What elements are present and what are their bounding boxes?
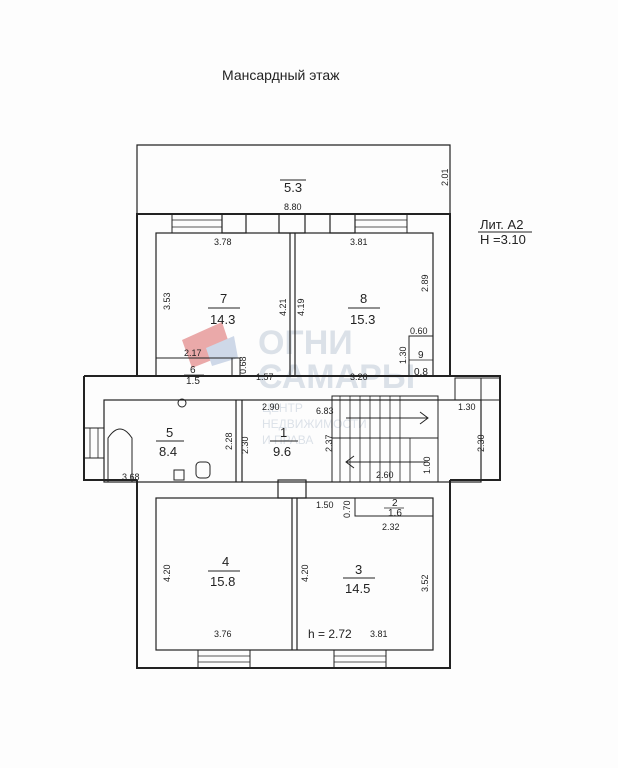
sink xyxy=(173,469,185,481)
dim-6.83: 6.83 xyxy=(316,406,334,416)
dim-3.81-bottom: 3.81 xyxy=(370,629,388,639)
window-room7 xyxy=(171,213,223,234)
lower-outer-wall xyxy=(136,480,451,669)
dim-0.70: 0.70 xyxy=(342,500,352,518)
room6-outline xyxy=(155,357,241,377)
window-room4 xyxy=(197,649,251,669)
room8-area: 15.3 xyxy=(350,312,375,327)
dim-3.26: 3.26 xyxy=(350,372,368,382)
room3-area: 14.5 xyxy=(345,581,370,596)
watermark-brand-line1: ОГНИ xyxy=(258,324,353,362)
dim-1.30-small: 1.30 xyxy=(398,346,408,364)
dim-3.53: 3.53 xyxy=(162,292,172,310)
bathtub xyxy=(107,428,133,482)
room5-area: 8.4 xyxy=(159,444,177,459)
watermark-sub-line1: ЦЕНТР xyxy=(262,401,303,415)
room5-number: 5 xyxy=(166,425,173,440)
dim-0.60: 0.60 xyxy=(410,326,428,336)
dim-1.00: 1.00 xyxy=(422,456,432,474)
dim-1.30-right: 1.30 xyxy=(458,402,476,412)
window-right-side xyxy=(480,377,501,401)
dim-4.20-mid: 4.20 xyxy=(300,564,310,582)
dim-2.32: 2.32 xyxy=(382,522,400,532)
fixture-round xyxy=(177,398,187,408)
dim-4.20-left: 4.20 xyxy=(162,564,172,582)
height-total-label: Н =3.10 xyxy=(480,232,526,247)
dim-2.17: 2.17 xyxy=(184,348,202,358)
dim-2.30-right: 2.30 xyxy=(476,434,486,452)
vent-block-3 xyxy=(329,213,356,234)
litera-label: Лит. А2 xyxy=(480,217,523,232)
dim-3.68: 3.68 xyxy=(122,472,140,482)
window-left-side xyxy=(83,427,105,459)
terrace-outline xyxy=(136,144,451,214)
dim-4.21: 4.21 xyxy=(278,298,288,316)
stairs-outline xyxy=(331,395,439,483)
dim-1.57: 1.57 xyxy=(256,372,274,382)
room6-number: 6 xyxy=(190,365,196,376)
room-labels: 5.3 7 14.3 8 15.3 6 1.5 9 0.8 5 8.4 1 9.… xyxy=(156,180,428,641)
watermark-sub-line3: И ПРАВА xyxy=(262,433,313,447)
room2-number: 2 xyxy=(392,498,398,509)
toilet xyxy=(195,461,211,479)
room6-area: 1.5 xyxy=(186,376,200,387)
dim-2.89: 2.89 xyxy=(420,274,430,292)
room1-number: 1 xyxy=(280,425,287,440)
room8-number: 8 xyxy=(360,291,367,306)
plan-title: Мансардный этаж xyxy=(222,67,340,83)
dim-3.52: 3.52 xyxy=(420,574,430,592)
room2-area: 1.6 xyxy=(388,508,402,519)
dim-8.80: 8.80 xyxy=(284,202,302,212)
window-room3 xyxy=(333,649,387,669)
vent-right xyxy=(454,377,482,401)
dim-2.30-left: 2.30 xyxy=(240,436,250,454)
dim-2.01: 2.01 xyxy=(440,168,450,186)
dim-3.81-top: 3.81 xyxy=(350,237,368,247)
dim-3.78: 3.78 xyxy=(214,237,232,247)
stairs-arrow-upper xyxy=(346,411,429,425)
room9-outline xyxy=(408,335,434,377)
room2-outline xyxy=(354,497,434,517)
room7-number: 7 xyxy=(220,291,227,306)
watermark-sub-line2: НЕДВИЖИМОСТИ xyxy=(262,417,367,431)
room4-area: 15.8 xyxy=(210,574,235,589)
vent-block-2 xyxy=(278,213,306,234)
room9-number: 9 xyxy=(418,350,424,361)
window-room8 xyxy=(354,213,408,234)
dim-3.76: 3.76 xyxy=(214,629,232,639)
terrace-area: 5.3 xyxy=(284,180,302,195)
stairs-arrow-lower xyxy=(345,455,428,469)
room9-area: 0.8 xyxy=(414,367,428,378)
dimension-labels: 8.80 2.01 3.78 3.81 3.53 4.21 4.19 2.89 … xyxy=(122,168,486,639)
dim-4.19: 4.19 xyxy=(296,298,306,316)
dim-2.37: 2.37 xyxy=(324,434,334,452)
middle-outer-wall xyxy=(83,375,501,481)
dim-2.90: 2.90 xyxy=(262,402,280,412)
room1-area: 9.6 xyxy=(273,444,291,459)
vent-block-1 xyxy=(221,213,247,234)
room3-number: 3 xyxy=(355,562,362,577)
dim-2.28: 2.28 xyxy=(224,432,234,450)
lower-inner-wall xyxy=(155,497,434,651)
dim-1.50: 1.50 xyxy=(316,500,334,510)
dim-0.68: 0.68 xyxy=(238,356,248,374)
room7-area: 14.3 xyxy=(210,312,235,327)
room4-number: 4 xyxy=(222,554,229,569)
vent-block-bottom xyxy=(277,479,307,499)
walls xyxy=(83,144,501,669)
ceiling-height-label: h = 2.72 xyxy=(308,627,352,641)
dim-2.60: 2.60 xyxy=(376,470,394,480)
